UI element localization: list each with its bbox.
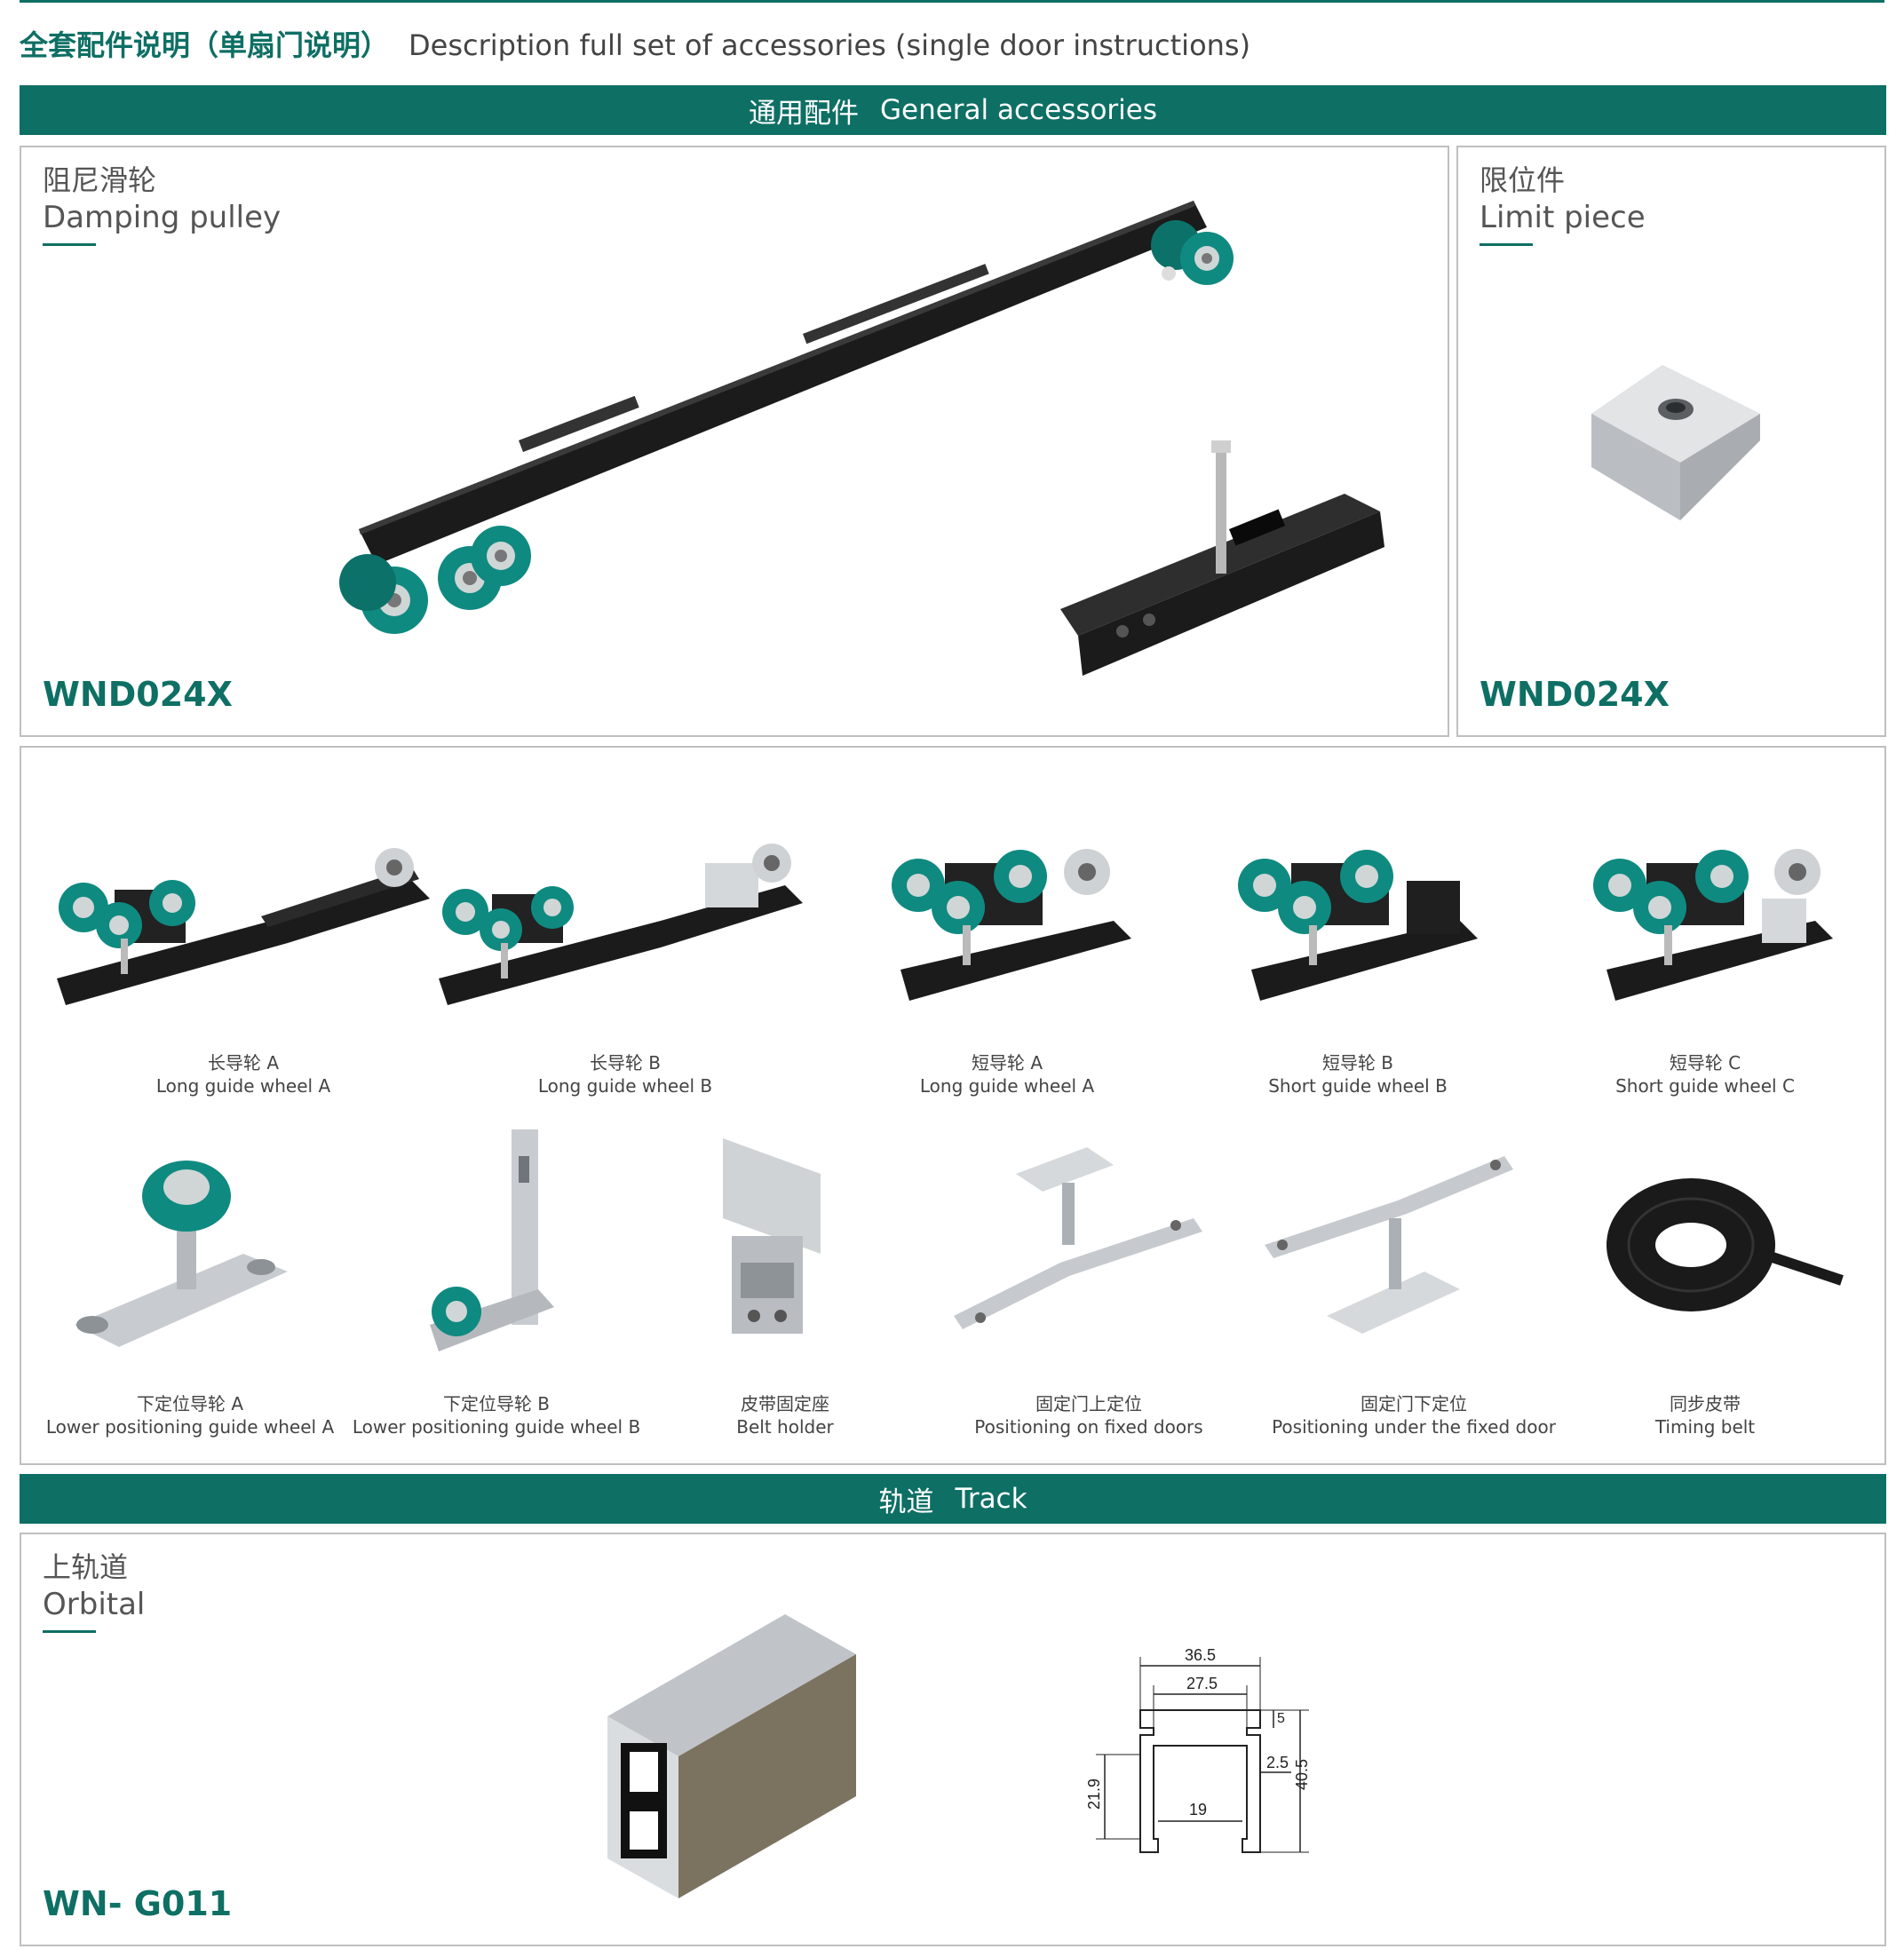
short-guide-wheel-a-image: [892, 849, 1131, 1001]
accessory-10-en: Positioning under the fixed door: [1272, 1416, 1556, 1438]
accessory-caption-11: 同步皮带 Timing belt: [1536, 1392, 1874, 1438]
dim-outer-width: 36.5: [1185, 1646, 1216, 1664]
section-general-en: General accessories: [879, 94, 1158, 126]
accessory-11-en: Timing belt: [1654, 1416, 1756, 1438]
accessory-caption-9: 固定门上定位 Positioning on fixed doors: [920, 1392, 1257, 1438]
accessory-6-cn: 下定位导轮 A: [136, 1393, 244, 1414]
timing-belt-image: [1606, 1178, 1844, 1311]
dim-inner-width: 27.5: [1186, 1675, 1218, 1692]
accessory-3-en: Long guide wheel A: [919, 1075, 1095, 1097]
page-title: 全套配件说明（单扇门说明） Description full set of acc…: [20, 23, 1250, 64]
accessory-3-cn: 短导轮 A: [971, 1052, 1043, 1074]
title-underline: [43, 243, 96, 246]
damping-code: WND024X: [43, 675, 233, 714]
guide-wheels-row: [57, 844, 1833, 1005]
short-guide-wheel-c-image: [1593, 849, 1833, 1001]
limit-piece-image: [1591, 365, 1760, 520]
accessories-panel: 长导轮 A Long guide wheel A 长导轮 B Long guid…: [20, 746, 1886, 1465]
accessory-caption-3: 短导轮 A Long guide wheel A: [838, 1051, 1176, 1097]
accessory-caption-2: 长导轮 B Long guide wheel B: [456, 1051, 794, 1097]
track-panel: 上轨道 Orbital 36.5 27.5 5 2.5 40.5 21.9: [20, 1533, 1886, 1946]
accessory-9-en: Positioning on fixed doors: [974, 1416, 1203, 1438]
section-bar-track: 轨道 Track: [20, 1474, 1886, 1524]
dim-top: 5: [1277, 1711, 1285, 1726]
track-title-cn: 上轨道: [43, 1550, 129, 1584]
damping-title: 阻尼滑轮 Damping pulley: [43, 162, 281, 246]
lower-positioning-guide-wheel-b-image: [430, 1129, 554, 1351]
long-guide-wheel-b-image: [439, 844, 803, 1005]
positioning-row: [75, 1129, 1844, 1351]
damping-pulley-image: [339, 201, 1384, 676]
accessory-7-en: Lower positioning guide wheel B: [352, 1416, 641, 1438]
accessory-4-en: Short guide wheel B: [1268, 1075, 1448, 1097]
accessory-5-en: Short guide wheel C: [1615, 1075, 1795, 1097]
title-underline: [43, 1630, 96, 1633]
accessory-1-cn: 长导轮 A: [207, 1052, 280, 1074]
accessory-caption-4: 短导轮 B Short guide wheel B: [1189, 1051, 1527, 1097]
limit-piece-panel: 限位件 Limit piece WND024X: [1456, 146, 1886, 737]
dim-height: 40.5: [1293, 1759, 1311, 1790]
accessory-2-cn: 长导轮 B: [589, 1052, 662, 1074]
accessory-caption-1: 长导轮 A Long guide wheel A: [75, 1051, 412, 1097]
track-code: WN- G011: [43, 1884, 233, 1923]
dim-lip: 2.5: [1266, 1754, 1289, 1771]
track-image: [607, 1614, 856, 1898]
accessory-8-cn: 皮带固定座: [741, 1393, 829, 1414]
belt-holder-image: [723, 1138, 821, 1334]
accessory-caption-6: 下定位导轮 A Lower positioning guide wheel A: [21, 1392, 359, 1438]
section-track-cn: 轨道: [878, 1486, 934, 1518]
positioning-on-fixed-doors-image: [954, 1147, 1202, 1329]
accessory-9-cn: 固定门上定位: [1035, 1393, 1142, 1414]
section-track-en: Track: [955, 1483, 1027, 1515]
accessory-5-cn: 短导轮 C: [1669, 1052, 1741, 1074]
accessory-caption-10: 固定门下定位 Positioning under the fixed door: [1245, 1392, 1583, 1438]
lower-positioning-guide-wheel-a-image: [75, 1161, 288, 1347]
title-underline: [1480, 243, 1533, 246]
limit-code: WND024X: [1480, 675, 1670, 714]
accessory-4-cn: 短导轮 B: [1321, 1052, 1394, 1074]
accessory-6-en: Lower positioning guide wheel A: [45, 1416, 335, 1438]
limit-title-cn: 限位件: [1480, 163, 1566, 197]
accessory-2-en: Long guide wheel B: [537, 1075, 713, 1097]
accessory-caption-5: 短导轮 C Short guide wheel C: [1536, 1051, 1874, 1097]
accessory-11-cn: 同步皮带: [1670, 1393, 1741, 1414]
accessory-7-cn: 下定位导轮 B: [442, 1393, 551, 1414]
limit-title-en: Limit piece: [1480, 200, 1646, 235]
damping-title-en: Damping pulley: [43, 200, 282, 235]
damping-title-cn: 阻尼滑轮: [43, 163, 157, 197]
accessory-caption-8: 皮带固定座 Belt holder: [616, 1392, 954, 1438]
damping-pulley-panel: 阻尼滑轮 Damping pulley WND024X: [20, 146, 1449, 737]
long-guide-wheel-a-image: [57, 848, 430, 1005]
accessory-8-en: Belt holder: [736, 1416, 834, 1438]
short-guide-wheel-b-image: [1238, 850, 1478, 1001]
top-rule: [20, 0, 1884, 3]
accessory-10-cn: 固定门下定位: [1361, 1393, 1467, 1414]
positioning-under-fixed-door-image: [1265, 1156, 1513, 1334]
limit-title: 限位件 Limit piece: [1480, 162, 1646, 246]
section-bar-general: 通用配件 General accessories: [20, 85, 1886, 135]
track-title: 上轨道 Orbital: [43, 1549, 145, 1633]
accessory-caption-7: 下定位导轮 B Lower positioning guide wheel B: [328, 1392, 665, 1438]
accessory-1-en: Long guide wheel A: [155, 1075, 331, 1097]
track-title-en: Orbital: [43, 1587, 146, 1622]
section-general-cn: 通用配件: [748, 97, 859, 130]
track-section-drawing: 36.5 27.5 5 2.5 40.5 21.9 19: [1085, 1646, 1311, 1853]
page-title-en: Description full set of accessories (sin…: [409, 28, 1251, 62]
dim-bottom-gap: 19: [1189, 1801, 1207, 1818]
dim-inner-height: 21.9: [1085, 1779, 1103, 1810]
page-title-cn: 全套配件说明（单扇门说明）: [20, 28, 390, 62]
